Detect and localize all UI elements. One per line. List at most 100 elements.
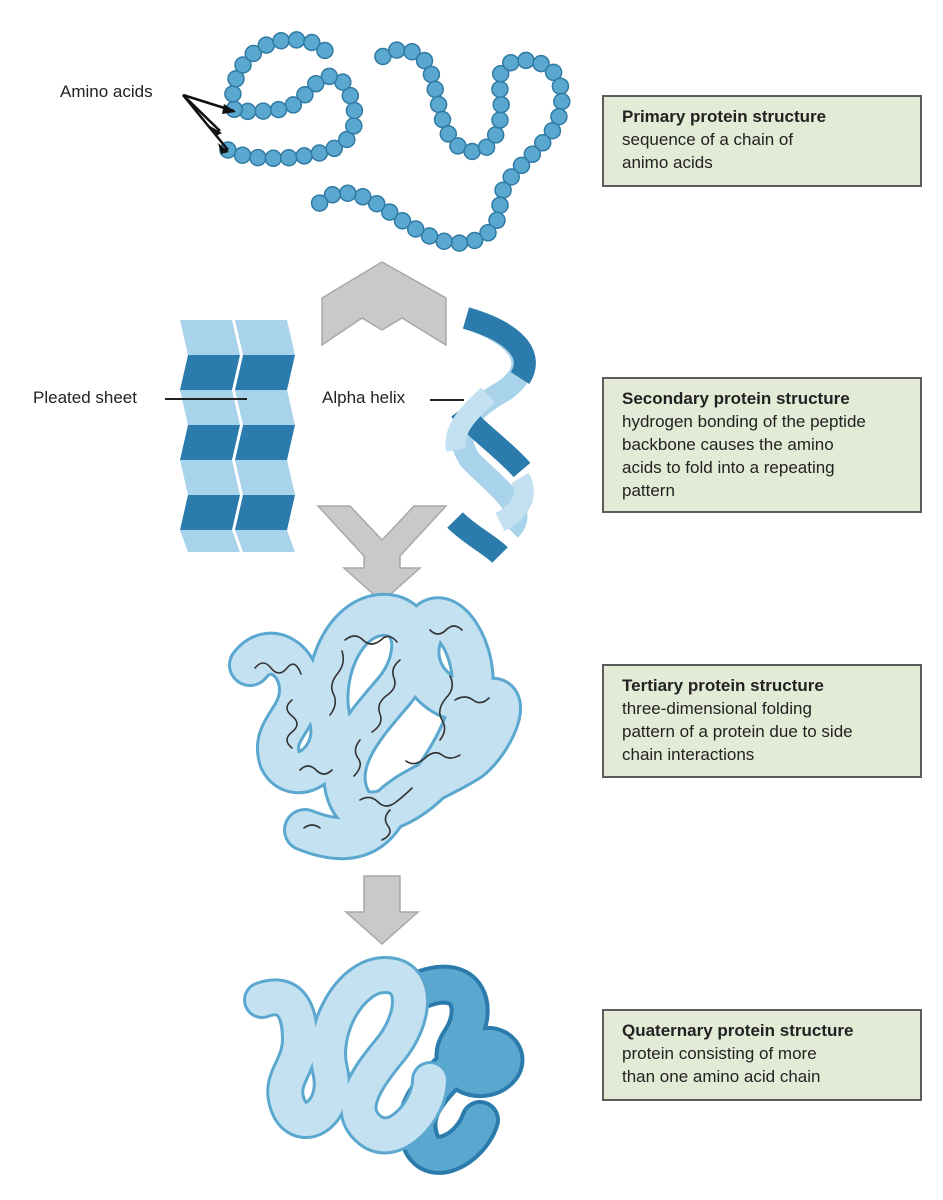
amino-acid-bead — [325, 139, 343, 158]
amino-acid-bead — [491, 196, 509, 214]
amino-acid-bead — [339, 184, 357, 202]
amino-acids-pointer-arrowheads — [210, 104, 236, 154]
amino-acid-bead — [422, 65, 441, 84]
amino-acid-bead — [233, 146, 252, 164]
amino-acid-bead — [450, 234, 469, 252]
pleated-sheet-segment — [180, 320, 240, 355]
amino-acid-bead — [257, 36, 276, 54]
amino-acid-bead — [477, 138, 496, 156]
pleated-sheet-label: Pleated sheet — [33, 388, 137, 407]
secondary-structure-description: hydrogen bonding of the peptide backbone… — [622, 412, 866, 500]
amino-acid-bead — [544, 63, 563, 82]
amino-acid-bead — [316, 41, 334, 60]
down-arrow — [344, 875, 420, 946]
amino-acid-bead — [491, 65, 510, 83]
pleated-sheet-segment — [235, 530, 295, 552]
amino-acid-bead — [354, 188, 372, 206]
amino-acid-bead — [465, 231, 484, 250]
amino-acid-bead — [551, 77, 570, 95]
merge-arrow — [316, 505, 448, 604]
amino-acid-bead — [406, 220, 425, 238]
pleated-sheet-segment — [235, 460, 295, 495]
secondary-structure-box: Secondary protein structure hydrogen bon… — [602, 377, 922, 513]
pleated-sheet-segment — [180, 390, 240, 425]
amino-acid-bead — [367, 194, 386, 213]
amino-acid-bead — [264, 149, 283, 168]
quaternary-structure-title: Quaternary protein structure — [622, 1021, 854, 1040]
amino-acid-bead — [491, 80, 509, 98]
amino-acid-bead — [280, 148, 298, 167]
amino-acid-bead — [502, 53, 520, 72]
alpha-helix-label: Alpha helix — [322, 388, 406, 407]
pleated-sheet-segment — [235, 425, 295, 460]
amino-acid-bead — [550, 107, 568, 126]
tertiary-structure-title: Tertiary protein structure — [622, 676, 824, 695]
pleated-sheet-segment — [235, 320, 295, 355]
amino-acids-label: Amino acids — [60, 82, 153, 101]
amino-acid-bead — [403, 42, 421, 61]
tertiary-structure-box: Tertiary protein structure three-dimensi… — [602, 664, 922, 778]
primary-structure-box: Primary protein structure sequence of a … — [602, 95, 922, 187]
amino-acid-chain — [219, 31, 571, 252]
pleated-sheet-segment — [180, 425, 240, 460]
amino-acid-bead — [295, 147, 313, 165]
amino-acid-bead — [380, 203, 399, 221]
secondary-structure-title: Secondary protein structure — [622, 389, 850, 408]
quaternary-structure-description: protein consisting of more than one amin… — [622, 1044, 821, 1086]
amino-acid-bead — [345, 101, 364, 120]
pleated-sheet-segment — [180, 495, 240, 530]
pleated-sheet-segment — [180, 460, 240, 495]
amino-acid-bead — [488, 211, 506, 230]
amino-acid-bead — [523, 145, 542, 164]
amino-acid-bead — [492, 95, 510, 114]
amino-acid-bead — [543, 121, 562, 140]
pleated-sheet-segment — [235, 355, 295, 390]
amino-acid-bead — [433, 110, 452, 129]
amino-acid-bead — [310, 194, 329, 212]
amino-acid-bead — [494, 181, 512, 199]
alpha-helix-shape — [445, 307, 536, 564]
amino-acid-bead — [254, 102, 272, 120]
amino-acid-bead — [512, 156, 531, 175]
amino-acid-bead — [393, 212, 412, 230]
amino-acid-bead — [272, 31, 290, 50]
primary-structure-description: sequence of a chain of animo acids — [622, 130, 794, 172]
amino-acid-bead — [227, 70, 245, 88]
amino-acid-bead — [517, 51, 535, 70]
amino-acid-bead — [345, 117, 363, 135]
amino-acid-bead — [388, 41, 406, 59]
quaternary-chains — [243, 956, 525, 1175]
amino-acid-bead — [269, 100, 288, 119]
amino-acid-bead — [439, 125, 458, 143]
tertiary-structure-description: three-dimensional folding pattern of a p… — [622, 699, 853, 764]
tertiary-fold — [228, 593, 522, 861]
amino-acid-bead — [479, 224, 497, 242]
amino-acid-bead — [532, 54, 550, 73]
amino-acid-bead — [435, 232, 453, 250]
pleated-sheet-segment — [235, 390, 295, 425]
amino-acid-bead — [533, 134, 552, 152]
amino-acid-bead — [486, 126, 505, 144]
primary-structure-title: Primary protein structure — [622, 107, 827, 126]
pleated-sheet-segment — [235, 495, 295, 530]
amino-acid-bead — [420, 227, 439, 245]
amino-acid-bead — [249, 148, 267, 167]
amino-acid-bead — [553, 92, 571, 111]
split-arrow — [321, 261, 447, 347]
amino-acid-bead — [491, 111, 509, 129]
amino-acid-bead — [426, 80, 444, 99]
amino-acid-bead — [287, 31, 306, 49]
amino-acid-bead — [307, 75, 325, 93]
pleated-sheet-shape — [180, 320, 295, 552]
amino-acid-bead — [463, 142, 481, 161]
pleated-sheet-segment — [180, 530, 240, 552]
amino-acid-bead — [244, 44, 263, 63]
amino-acid-bead — [234, 56, 252, 74]
amino-acid-bead — [303, 33, 321, 52]
amino-acid-bead — [320, 67, 339, 86]
amino-acid-bead — [502, 168, 520, 186]
amino-acid-bead — [224, 85, 242, 103]
pleated-sheet-segment — [180, 355, 240, 390]
amino-acid-bead — [338, 130, 356, 149]
